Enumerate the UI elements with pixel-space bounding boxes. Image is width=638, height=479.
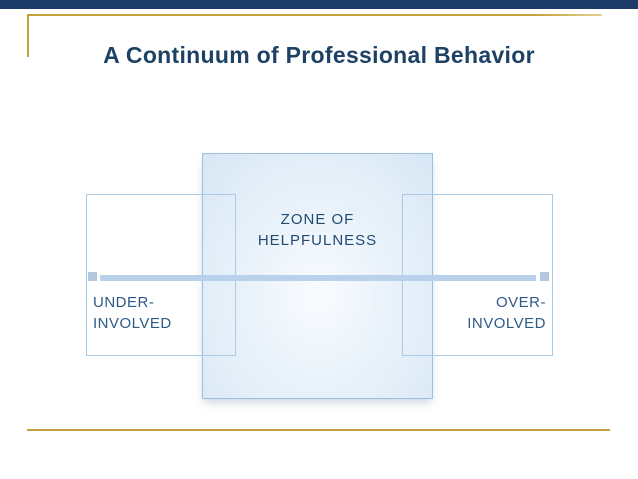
- gold-frame-left-stub: [27, 14, 29, 57]
- zone-label-line-1: ZONE OF: [280, 211, 355, 228]
- top-accent-bar: [0, 0, 638, 9]
- over-involved-label: OVER- INVOLVED: [467, 292, 546, 334]
- over-involved-line-1: OVER-: [495, 294, 546, 311]
- gold-frame-top-line: [27, 14, 602, 16]
- under-involved-line-2: INVOLVED: [93, 315, 172, 332]
- over-involved-line-2: INVOLVED: [467, 315, 546, 332]
- continuum-bar-endcap-right: [540, 272, 549, 281]
- bottom-divider-line: [27, 429, 610, 431]
- zone-of-helpfulness-label: ZONE OF HELPFULNESS: [202, 209, 433, 251]
- under-involved-label: UNDER- INVOLVED: [93, 292, 172, 334]
- slide-title: A Continuum of Professional Behavior: [103, 42, 535, 68]
- zone-label-line-2: HELPFULNESS: [257, 232, 378, 249]
- continuum-bar: [100, 275, 536, 281]
- continuum-bar-endcap-left: [88, 272, 97, 281]
- under-involved-line-1: UNDER-: [93, 294, 155, 311]
